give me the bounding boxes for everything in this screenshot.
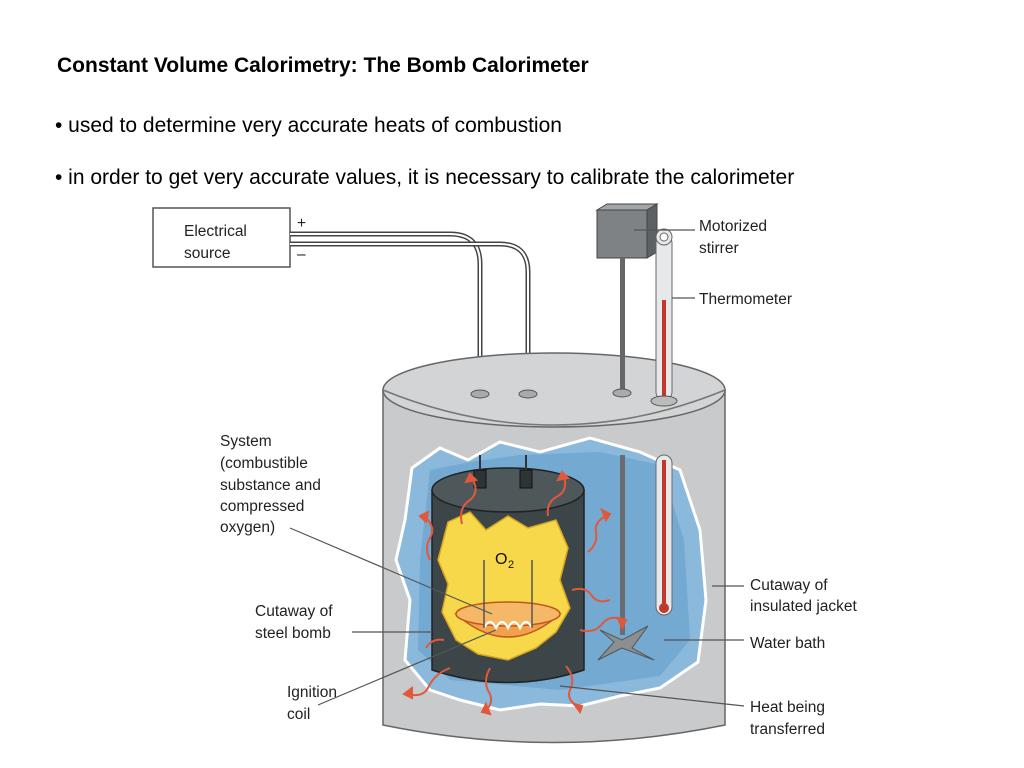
label-cutaway-jacket: Cutaway of — [750, 577, 828, 594]
label-water-bath: Water bath — [750, 635, 825, 652]
label-motorized-stirrer: Motorized — [699, 218, 767, 235]
label-system: (combustible — [220, 455, 308, 472]
label-ignition-coil: coil — [287, 706, 310, 723]
label-heat-transferred: transferred — [750, 721, 825, 738]
electrical-source-label: Electrical — [184, 223, 247, 240]
electrical-source-box — [152, 207, 291, 268]
lid-terminal — [470, 389, 490, 399]
label-heat-transferred: Heat being — [750, 699, 825, 716]
oxygen-subscript: 2 — [508, 559, 514, 571]
label-cutaway-bomb: steel bomb — [255, 625, 331, 642]
label-system: substance and — [220, 477, 321, 494]
page-title: Constant Volume Calorimetry: The Bomb Ca… — [57, 54, 589, 77]
lid-terminal — [518, 389, 538, 399]
label-thermometer: Thermometer — [699, 291, 792, 308]
stirrer-paddle — [597, 625, 655, 661]
label-system: System — [220, 433, 272, 450]
label-ignition-coil: Ignition — [287, 684, 337, 701]
minus-terminal-label: – — [297, 246, 306, 263]
stirrer-shaft — [620, 258, 625, 392]
label-system: oxygen) — [220, 519, 275, 536]
thermometer-mercury — [662, 300, 666, 398]
stirrer-shaft-submerged — [620, 455, 625, 635]
bullet-point: • used to determine very accurate heats … — [55, 114, 562, 137]
heat-arrows — [402, 470, 628, 716]
oxygen-label: O — [495, 551, 507, 568]
label-system: compressed — [220, 498, 304, 515]
motorized-stirrer — [596, 209, 648, 259]
label-cutaway-jacket: insulated jacket — [750, 598, 858, 615]
label-cutaway-bomb: Cutaway of — [255, 603, 333, 620]
ignition-coil — [483, 620, 533, 631]
calorimeter-lid — [382, 352, 726, 428]
plus-terminal-label: + — [297, 215, 306, 232]
electrical-source-label: source — [184, 245, 231, 262]
bullet-point: • in order to get very accurate values, … — [55, 166, 795, 189]
label-motorized-stirrer: stirrer — [699, 240, 739, 257]
